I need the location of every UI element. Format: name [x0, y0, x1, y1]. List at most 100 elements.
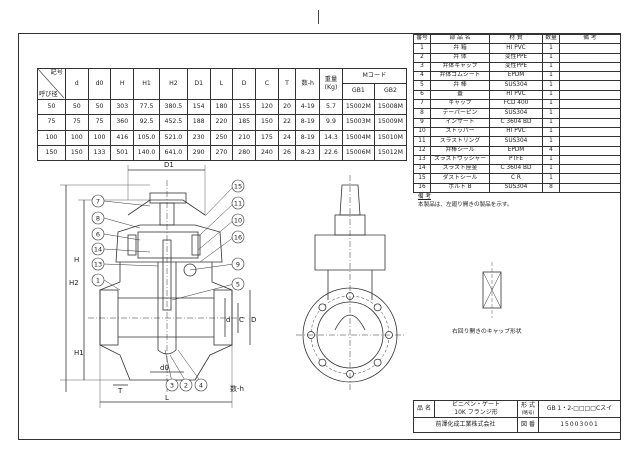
cell-holes: 8-23	[295, 144, 321, 162]
notes-text: 本製品は、左廻り開きの製品を示す。	[418, 202, 513, 208]
bolt-hole	[318, 303, 327, 312]
corner-label-bottom: 呼び径	[39, 90, 58, 98]
wedge-disc	[157, 262, 177, 355]
weight-unit-label: (Kg)	[324, 83, 338, 91]
callout-number: 4	[199, 382, 203, 390]
callout-9	[231, 257, 245, 271]
callout-1	[91, 273, 105, 287]
bolt	[191, 234, 201, 256]
callout-16	[231, 230, 245, 244]
left-flange	[99, 289, 119, 346]
right-flange	[213, 289, 233, 346]
callout-number: 10	[234, 217, 242, 225]
col-header-holes: 数-h	[295, 68, 321, 100]
table-row: 150 150 133 501 140.0 641.0 290 270 280 …	[37, 144, 408, 162]
callout-13	[91, 257, 105, 271]
col-header-gb1: GB1	[341, 83, 375, 100]
label-C: C	[239, 316, 244, 324]
cell-weight: 22.6	[319, 144, 343, 162]
product-type: 10K フランジ形	[454, 409, 498, 416]
cap-detail-caption: 右回り開きのキャップ形状	[452, 329, 522, 335]
title-name-value: ビニペン・ゲート 10K フランジ形	[434, 400, 518, 418]
label-d: d	[226, 316, 230, 324]
table-row: 100 100 100 416 105.0 521.0 230 250 210 …	[37, 129, 408, 146]
callout-5	[231, 277, 245, 291]
bolt-hole	[373, 358, 382, 367]
callout-number: 6	[96, 231, 100, 239]
col-header-gb2: GB2	[373, 83, 408, 100]
notes-block: 備 考 本製品は、左廻り開きの製品を示す。	[418, 193, 513, 209]
cell-C: 150	[255, 114, 279, 131]
callout-number: 16	[234, 234, 242, 242]
cell-size: 150	[37, 144, 66, 162]
dimension-table: 記号 呼び径 d d0 H H1 H2 D1 L D C T 数-h 重量(Kg…	[37, 67, 408, 162]
company-name: 前澤化成工業株式会社	[413, 417, 518, 433]
body-outline	[99, 262, 233, 381]
label-D: D	[251, 316, 256, 324]
callout-3	[165, 378, 179, 392]
label-H2: H2	[69, 279, 79, 287]
cell-gb2: 15012M	[373, 144, 408, 162]
bore-lines	[118, 297, 214, 338]
title-name-label: 品 名	[413, 400, 435, 418]
callout-number: 14	[94, 246, 102, 254]
part-remarks	[559, 182, 621, 194]
cap-top-outline	[127, 199, 206, 216]
label-T: T	[117, 387, 123, 395]
cell-C: 240	[255, 144, 279, 162]
model-sublabel: (略号)	[521, 410, 535, 416]
cell-holes: 4-19	[295, 98, 321, 116]
callout-number: 7	[96, 198, 100, 206]
dim-corner-cell: 記号 呼び径	[37, 68, 66, 100]
bolt	[127, 234, 137, 256]
cell-size: 50	[37, 98, 66, 116]
callout-15	[231, 179, 245, 193]
table-row: 50 50 50 303 77.5 380.5 154 180 155 120 …	[37, 98, 408, 116]
cell-H2: 380.5	[158, 98, 188, 116]
label-D1: D1	[164, 161, 174, 169]
corner-label-top: 記号	[50, 69, 63, 76]
model-label: 形 式	[521, 401, 535, 409]
label-H1: H1	[74, 349, 84, 357]
callout-number: 11	[234, 200, 242, 208]
callout-number: 9	[236, 261, 240, 269]
callout-8	[91, 211, 105, 225]
notes-title: 備 考	[418, 194, 431, 200]
label-holes: 数-h	[230, 384, 244, 393]
col-header-mcode: Mコード	[341, 67, 408, 85]
drawing-number-label: 図 番	[517, 417, 539, 433]
callout-number: 8	[96, 215, 100, 223]
callout-11	[231, 196, 245, 210]
cell-D1: 154	[186, 98, 211, 116]
title-model-label: 形 式 (略号)	[517, 400, 539, 418]
side-neck	[327, 270, 373, 300]
cell-weight: 5.7	[319, 98, 343, 116]
callout-14	[91, 242, 105, 256]
callout-number: 13	[94, 261, 102, 269]
callout-7	[91, 194, 105, 208]
callout-2	[179, 378, 193, 392]
callout-number: 2	[184, 382, 188, 390]
side-bonnet	[314, 234, 386, 271]
label-d0: d0	[160, 364, 169, 372]
label-H: H	[74, 256, 79, 264]
cell-C: 120	[255, 98, 279, 116]
cap-block	[149, 192, 187, 204]
corner-diagonal	[38, 69, 64, 98]
leader-lines-right	[171, 185, 235, 301]
callout-4	[194, 378, 208, 392]
bolt-hole	[373, 303, 382, 312]
cell-d: 50	[64, 98, 89, 116]
bolt-hole	[318, 358, 327, 367]
callout-number: 1	[96, 277, 100, 285]
cell-gb2: 15008M	[373, 98, 408, 116]
callout-10	[231, 213, 245, 227]
bonnet-outline	[115, 224, 223, 263]
thrust-ring	[183, 263, 197, 277]
leader-lines-left	[103, 200, 159, 291]
title-model-value: GB 1・2-□□□□Cスイ	[538, 400, 621, 418]
